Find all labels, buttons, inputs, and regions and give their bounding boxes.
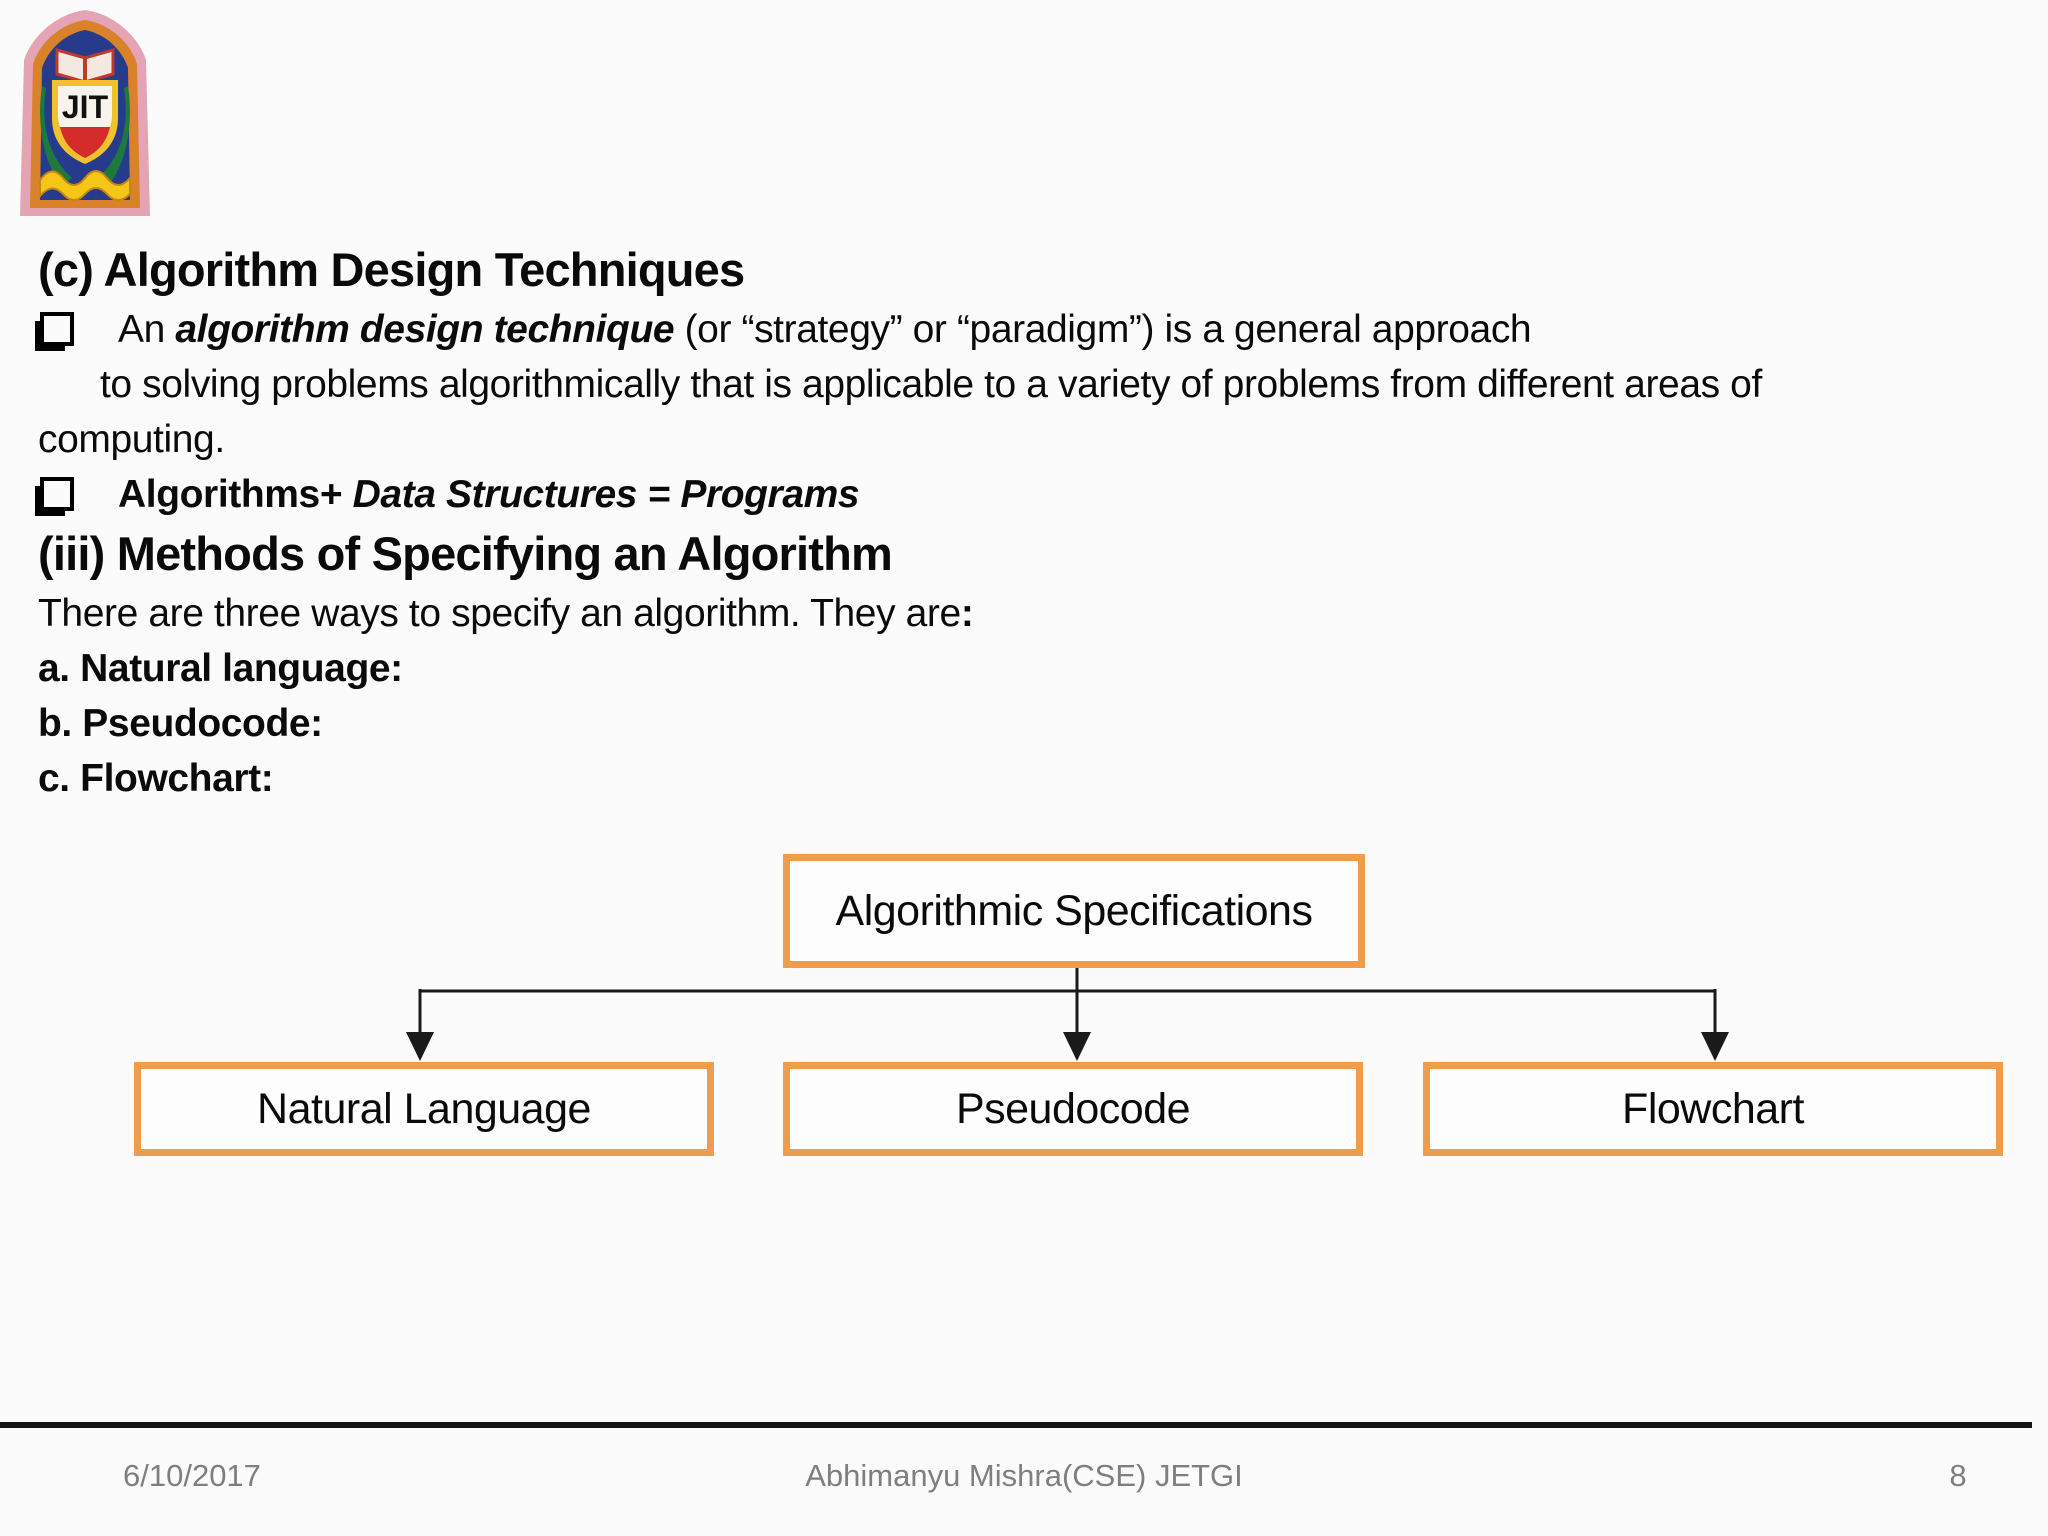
bullet-text: Algorithms+ Data Structures = Programs	[118, 473, 860, 516]
method-item-a: a. Natural language:	[38, 647, 403, 690]
arrowhead-icon	[406, 1032, 434, 1061]
diagram-box-pseudocode: Pseudocode	[783, 1062, 1363, 1156]
footer-page-number: 8	[1949, 1458, 1967, 1493]
checkbox-bullet-icon	[40, 477, 74, 511]
diagram-box-label: Pseudocode	[955, 1084, 1191, 1133]
bullet-tail-line: computing.	[38, 418, 225, 461]
arrowhead-icon	[1063, 1032, 1091, 1061]
diagram-root-box: Algorithmic Specifications	[783, 854, 1365, 968]
logo-monogram: JIT	[62, 89, 109, 125]
footer-divider	[0, 1422, 2032, 1428]
diagram-root-label: Algorithmic Specifications	[835, 886, 1313, 935]
institute-logo: JIT	[20, 10, 150, 216]
bullet-item-formula: Algorithms+ Data Structures = Programs	[38, 467, 2016, 522]
bullet-wrap-line: to solving problems algorithmically that…	[100, 363, 1762, 406]
checkbox-bullet-icon	[40, 312, 74, 346]
bullet-item-definition: An algorithm design technique (or “strat…	[38, 302, 2016, 357]
footer-author: Abhimanyu Mishra(CSE) JETGI	[805, 1458, 1243, 1493]
slide-body: (c) Algorithm Design Techniques An algor…	[38, 238, 2016, 806]
diagram-box-flowchart: Flowchart	[1423, 1062, 2003, 1156]
section-subtitle: (iii) Methods of Specifying an Algorithm	[38, 527, 893, 580]
intro-line: There are three ways to specify an algor…	[38, 592, 974, 635]
method-item-b: b. Pseudocode:	[38, 702, 323, 745]
diagram-box-label: Flowchart	[1622, 1084, 1804, 1133]
emphasized-term: algorithm design technique	[175, 308, 675, 351]
bullet-text: An algorithm design technique (or “strat…	[118, 308, 1532, 351]
section-title: (c) Algorithm Design Techniques	[38, 243, 745, 296]
footer-date: 6/10/2017	[123, 1458, 261, 1493]
diagram-box-natural-language: Natural Language	[134, 1062, 714, 1156]
method-item-c: c. Flowchart:	[38, 757, 274, 800]
arrowhead-icon	[1701, 1032, 1729, 1061]
diagram-box-label: Natural Language	[257, 1084, 591, 1133]
